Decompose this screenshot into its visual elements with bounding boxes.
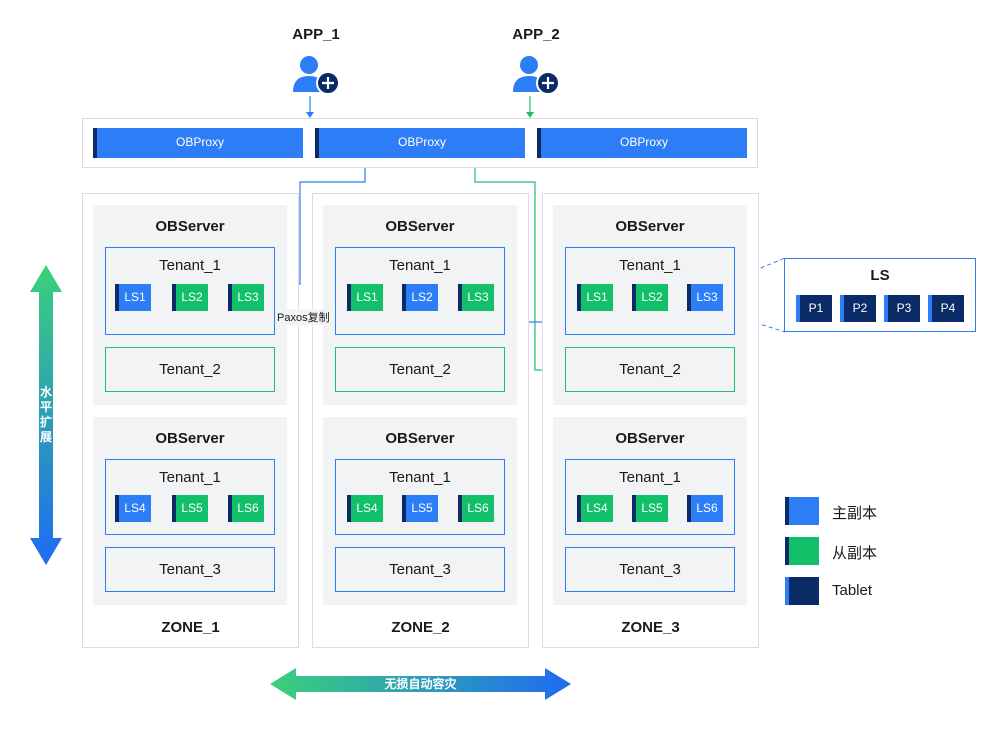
legend-label: 从副本	[832, 545, 878, 562]
tenant-name: Tenant_2	[619, 361, 681, 378]
tenant-box[interactable]	[565, 347, 735, 392]
observer-title: OBServer	[615, 430, 685, 447]
user-add-icon	[293, 56, 340, 95]
tenant-box[interactable]	[335, 547, 505, 592]
legend-swatch-tablet	[785, 577, 819, 605]
zone-label: ZONE_3	[621, 619, 680, 636]
ls-replica-follower[interactable]: LS4	[577, 495, 613, 522]
ls-replica-primary[interactable]: LS2	[402, 284, 438, 311]
paxos-label: Paxos复制	[276, 309, 331, 325]
tenant-name: Tenant_1	[389, 257, 451, 274]
vertical-scale-label: 水 平 扩 展	[38, 385, 54, 445]
tenant-name: Tenant_1	[159, 257, 221, 274]
obproxy-1[interactable]: OBProxy	[93, 128, 303, 158]
partition-tablet[interactable]: P1	[796, 295, 832, 322]
ls-replica-follower[interactable]: LS6	[228, 495, 264, 522]
ls-replica-follower[interactable]: LS3	[458, 284, 494, 311]
vertical-label-char: 平	[39, 400, 52, 414]
tenant-name: Tenant_1	[619, 257, 681, 274]
tenant-name: Tenant_1	[619, 469, 681, 486]
partition-tablet[interactable]: P3	[884, 295, 920, 322]
partition-tablet[interactable]: P4	[928, 295, 964, 322]
tenant-box[interactable]	[105, 347, 275, 392]
tenant-name: Tenant_3	[389, 561, 451, 578]
observer-title: OBServer	[615, 218, 685, 235]
ls-replica-follower[interactable]: LS2	[632, 284, 668, 311]
ls-replica-follower[interactable]: LS3	[228, 284, 264, 311]
partition-tablet[interactable]: P2	[840, 295, 876, 322]
ls-replica-follower[interactable]: LS5	[632, 495, 668, 522]
ls-replica-primary[interactable]: LS4	[115, 495, 151, 522]
vertical-label-char: 展	[39, 430, 52, 444]
app1-arrowhead	[306, 112, 314, 118]
ls-replica-follower[interactable]: LS1	[577, 284, 613, 311]
user-add-icon	[513, 56, 560, 95]
tenant-name: Tenant_1	[389, 469, 451, 486]
tenant-box[interactable]	[335, 347, 505, 392]
zoom-line-top	[721, 257, 786, 285]
ls-replica-primary[interactable]: LS3	[687, 284, 723, 311]
ls-replica-follower[interactable]: LS6	[458, 495, 494, 522]
zone-label: ZONE_2	[391, 619, 450, 636]
ls-replica-primary[interactable]: LS6	[687, 495, 723, 522]
legend-label: Tablet	[832, 582, 873, 599]
zone-label: ZONE_1	[161, 619, 220, 636]
ls-replica-follower[interactable]: LS1	[347, 284, 383, 311]
app2-arrowhead	[526, 112, 534, 118]
app-1-label: APP_1	[292, 26, 340, 43]
horizontal-dr-label: 无损自动容灾	[384, 677, 457, 691]
legend-swatch-follower	[785, 537, 819, 565]
tenant-box[interactable]	[565, 547, 735, 592]
obproxy-3[interactable]: OBProxy	[537, 128, 747, 158]
ls-replica-follower[interactable]: LS4	[347, 495, 383, 522]
observer-title: OBServer	[155, 218, 225, 235]
legend-label: 主副本	[832, 505, 878, 522]
ls-detail-title: LS	[870, 267, 890, 284]
observer-title: OBServer	[385, 430, 455, 447]
vertical-scale-arrow	[30, 265, 62, 565]
ls-replica-primary[interactable]: LS1	[115, 284, 151, 311]
tenant-box[interactable]	[105, 547, 275, 592]
vertical-label-char: 水	[39, 385, 52, 399]
legend-swatch-primary	[785, 497, 819, 525]
horizontal-dr-arrow	[270, 668, 571, 700]
tenant-name: Tenant_3	[159, 561, 221, 578]
observer-title: OBServer	[385, 218, 455, 235]
observer-title: OBServer	[155, 430, 225, 447]
tenant-name: Tenant_1	[159, 469, 221, 486]
vertical-label-char: 扩	[39, 415, 52, 429]
tenant-name: Tenant_3	[619, 561, 681, 578]
ls-replica-follower[interactable]: LS2	[172, 284, 208, 311]
ls-replica-primary[interactable]: LS5	[402, 495, 438, 522]
tenant-name: Tenant_2	[159, 361, 221, 378]
tenant-name: Tenant_2	[389, 361, 451, 378]
ls-replica-follower[interactable]: LS5	[172, 495, 208, 522]
obproxy-2[interactable]: OBProxy	[315, 128, 525, 158]
app-2-label: APP_2	[512, 26, 560, 43]
